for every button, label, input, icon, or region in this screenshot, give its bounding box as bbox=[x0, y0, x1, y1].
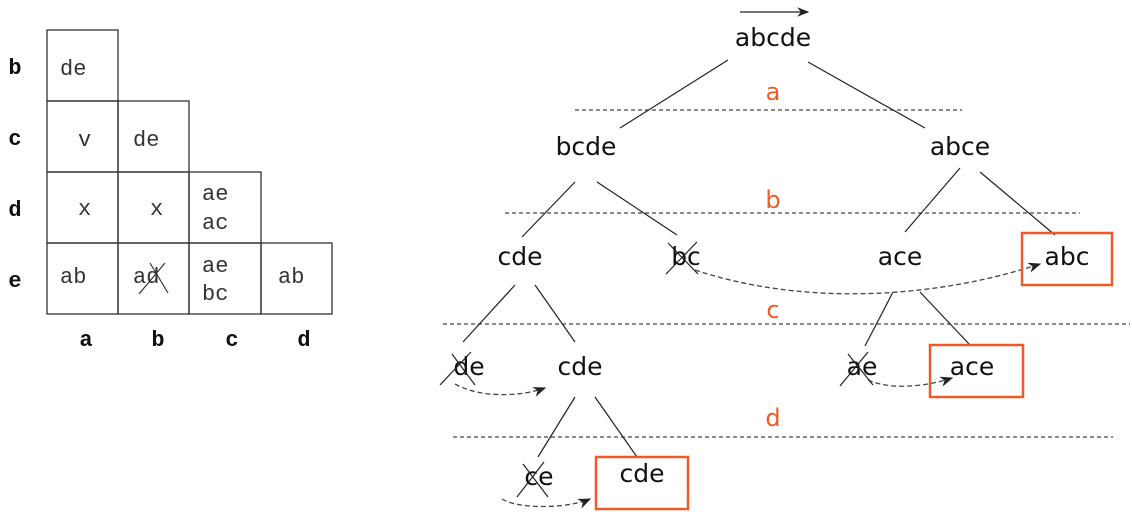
tree-node: bcde bbox=[556, 132, 617, 161]
cell-e-c-2: bc bbox=[202, 282, 228, 307]
cell-e-d: ab bbox=[278, 265, 304, 290]
level-label: a bbox=[766, 78, 781, 106]
row-label: c bbox=[8, 127, 21, 152]
col-label: b bbox=[151, 328, 164, 353]
tree-node-root: abcde bbox=[735, 23, 811, 52]
cross-mark-icon bbox=[439, 241, 874, 498]
tree-node-pruned: ae bbox=[847, 352, 878, 381]
col-label: c bbox=[225, 328, 238, 353]
tree-node-selected: cde bbox=[620, 459, 665, 488]
cell-e-c-1: ae bbox=[202, 254, 228, 279]
row-label: e bbox=[8, 269, 21, 294]
col-label: d bbox=[297, 328, 310, 353]
move-arrows bbox=[454, 262, 1042, 509]
level-label: c bbox=[766, 296, 779, 324]
matrix-grid bbox=[46, 29, 333, 315]
tree-node: cde bbox=[498, 242, 543, 271]
cell-e-a: ab bbox=[60, 265, 86, 290]
row-label: b bbox=[8, 56, 21, 81]
cell-b-a: de bbox=[60, 57, 86, 82]
cell-d-c-1: ae bbox=[202, 182, 228, 207]
cell-d-c-2: ac bbox=[202, 211, 228, 236]
cell-c-b: de bbox=[133, 128, 159, 153]
tree-node: abce bbox=[930, 132, 990, 161]
level-separators bbox=[443, 109, 1130, 438]
row-label: d bbox=[8, 198, 21, 223]
tree-edges bbox=[462, 7, 1056, 458]
level-label: b bbox=[765, 186, 780, 214]
tree-node-pruned: bc bbox=[671, 242, 701, 271]
tree-node-selected: ace bbox=[950, 352, 994, 381]
tree-node-selected: abc bbox=[1045, 242, 1090, 271]
tree-node: cde bbox=[558, 352, 603, 381]
cell-d-a: x bbox=[78, 197, 91, 222]
cell-d-b: x bbox=[150, 197, 163, 222]
tree-node-pruned: ce bbox=[524, 462, 553, 491]
selected-boxes bbox=[594, 231, 1114, 511]
col-label: a bbox=[79, 328, 92, 353]
cross-mark-icon bbox=[138, 262, 169, 295]
cell-c-a: v bbox=[78, 128, 91, 153]
tree-node: ace bbox=[878, 242, 922, 271]
level-label: d bbox=[765, 404, 780, 432]
